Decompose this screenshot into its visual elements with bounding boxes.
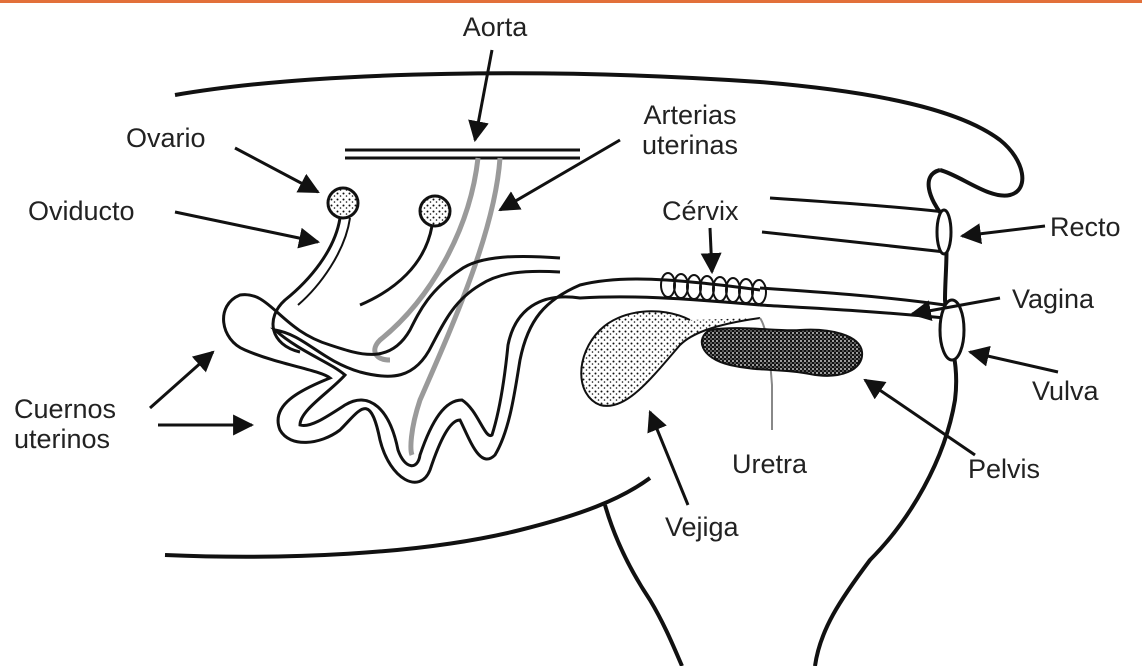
label-arterias-line2: uterinas <box>620 130 760 160</box>
label-cuernos-line1: Cuernos <box>14 394 116 424</box>
oviducto-arrow <box>175 212 318 242</box>
belly-outline <box>165 478 650 557</box>
rectum-line-bottom <box>762 232 945 252</box>
ovario-arrow <box>235 148 318 192</box>
body-back-outline <box>175 73 1022 195</box>
vagina-tube-bottom <box>760 305 945 318</box>
label-ovario: Ovario <box>126 123 206 153</box>
cervix-arrow <box>710 228 712 272</box>
vulva-arrow <box>970 352 1058 372</box>
label-cuernos-line2: uterinos <box>14 424 116 454</box>
rectum-line-top <box>770 198 945 212</box>
label-oviducto: Oviducto <box>28 196 135 226</box>
anus <box>937 210 951 254</box>
label-cuernos-uterinos: Cuernos uterinos <box>14 394 116 454</box>
recto-arrow <box>962 226 1045 236</box>
label-arterias-uterinas: Arterias uterinas <box>620 100 760 160</box>
aorta-arrow <box>475 50 492 140</box>
oviduct-right <box>360 226 432 305</box>
cuernos-arrow-upper <box>150 352 213 408</box>
oviduct-left-inner <box>298 218 350 305</box>
ovary-right <box>420 196 450 226</box>
label-uretra: Uretra <box>732 449 807 479</box>
vejiga-arrow <box>650 412 688 505</box>
uterine-artery-left <box>375 158 478 360</box>
label-vagina: Vagina <box>1012 284 1094 314</box>
pelvis-arrow <box>865 380 975 455</box>
pelvis-bone <box>702 328 862 376</box>
label-arterias-line1: Arterias <box>620 100 760 130</box>
ovary-left <box>328 188 358 218</box>
label-vejiga: Vejiga <box>665 512 739 542</box>
vagina-tube-top <box>760 288 945 305</box>
label-aorta: Aorta <box>445 12 545 42</box>
label-recto: Recto <box>1050 212 1121 242</box>
uterine-horns-outer <box>224 256 760 482</box>
label-pelvis: Pelvis <box>968 454 1040 484</box>
label-cervix: Cérvix <box>662 196 739 226</box>
label-vulva: Vulva <box>1032 376 1099 406</box>
